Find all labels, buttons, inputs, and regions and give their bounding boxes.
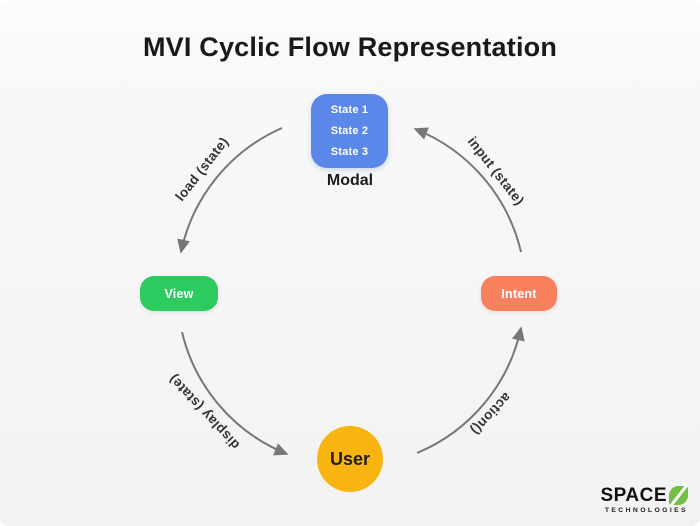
node-intent: Intent	[481, 276, 557, 311]
node-user: User	[317, 426, 383, 492]
modal-state-1: State 1	[330, 104, 369, 116]
node-modal-caption: Modal	[326, 172, 374, 189]
node-view: View	[140, 276, 218, 311]
edge-modal-to-view	[177, 127, 283, 254]
brand-logo: SPACE TECHNOLOGIES	[600, 485, 688, 514]
edge-intent-to-modal	[413, 127, 522, 253]
brand-name: SPACE	[600, 485, 667, 506]
modal-state-2: State 2	[330, 125, 369, 137]
brand-logo-top: SPACE	[600, 485, 688, 506]
leaf-slash-icon	[669, 486, 688, 505]
node-modal: State 1 State 2 State 3	[311, 94, 388, 168]
edge-view-to-user	[181, 331, 289, 456]
page-title: MVI Cyclic Flow Representation	[142, 32, 558, 62]
brand-subtitle: TECHNOLOGIES	[604, 507, 688, 514]
edge-user-to-intent	[416, 326, 525, 454]
modal-state-3: State 3	[330, 146, 369, 158]
